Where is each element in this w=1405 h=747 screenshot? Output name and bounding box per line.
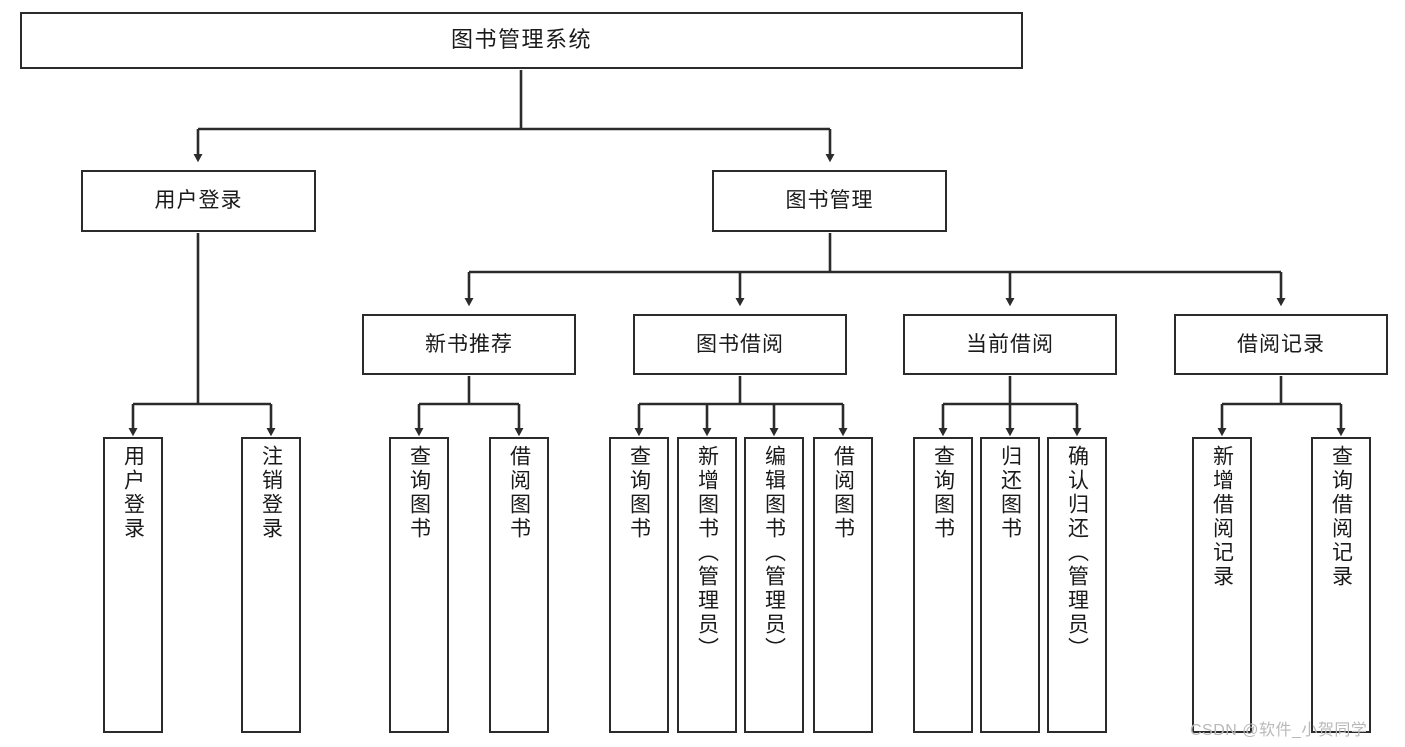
leaf-borrow-book-borrow-label: 借阅图书 [831, 445, 855, 541]
leaf-edit-book-label: 编辑图书（管理员） [762, 445, 786, 661]
leaf-add-borrow-record-label: 新增借阅记录 [1210, 445, 1234, 589]
leaf-query-book-current[interactable]: 查询图书 [913, 437, 973, 733]
node-book-borrow-label: 图书借阅 [696, 332, 784, 356]
leaf-borrow-book-recommend[interactable]: 借阅图书 [489, 437, 549, 733]
leaf-return-book-label: 归还图书 [998, 445, 1022, 541]
node-user-login[interactable]: 用户登录 [81, 170, 316, 232]
leaf-add-borrow-record[interactable]: 新增借阅记录 [1192, 437, 1252, 733]
leaf-query-borrow-record[interactable]: 查询借阅记录 [1311, 437, 1371, 733]
leaf-add-book[interactable]: 新增图书（管理员） [677, 437, 737, 733]
node-current-borrow[interactable]: 当前借阅 [903, 314, 1117, 375]
leaf-query-book-recommend-label: 查询图书 [407, 445, 431, 541]
csdn-watermark: CSDN @软件_小贺同学 [1190, 722, 1368, 739]
leaf-logout-login-label: 注销登录 [259, 445, 283, 541]
leaf-borrow-book-borrow[interactable]: 借阅图书 [813, 437, 873, 733]
leaf-user-login[interactable]: 用户登录 [103, 437, 163, 733]
node-root-system-label: 图书管理系统 [450, 27, 592, 53]
node-book-borrow[interactable]: 图书借阅 [633, 314, 847, 375]
leaf-confirm-return[interactable]: 确认归还（管理员） [1047, 437, 1107, 733]
leaf-borrow-book-recommend-label: 借阅图书 [507, 445, 531, 541]
leaf-confirm-return-label: 确认归还（管理员） [1065, 445, 1089, 661]
leaf-logout-login[interactable]: 注销登录 [241, 437, 301, 733]
leaf-query-book-recommend[interactable]: 查询图书 [389, 437, 449, 733]
node-borrow-record-label: 借阅记录 [1237, 332, 1325, 356]
leaf-query-book-current-label: 查询图书 [931, 445, 955, 541]
node-current-borrow-label: 当前借阅 [966, 332, 1054, 356]
leaf-user-login-label: 用户登录 [121, 445, 145, 541]
node-user-login-label: 用户登录 [154, 189, 243, 213]
leaf-query-book-borrow-label: 查询图书 [627, 445, 651, 541]
node-new-book-recommend-label: 新书推荐 [425, 332, 513, 356]
node-new-book-recommend[interactable]: 新书推荐 [362, 314, 576, 375]
node-book-manage-label: 图书管理 [785, 189, 874, 213]
node-root-system[interactable]: 图书管理系统 [20, 12, 1023, 69]
leaf-edit-book[interactable]: 编辑图书（管理员） [744, 437, 804, 733]
leaf-add-book-label: 新增图书（管理员） [695, 445, 719, 661]
node-borrow-record[interactable]: 借阅记录 [1174, 314, 1388, 375]
node-book-manage[interactable]: 图书管理 [712, 170, 947, 232]
leaf-return-book[interactable]: 归还图书 [980, 437, 1040, 733]
leaf-query-borrow-record-label: 查询借阅记录 [1329, 445, 1353, 589]
leaf-query-book-borrow[interactable]: 查询图书 [609, 437, 669, 733]
